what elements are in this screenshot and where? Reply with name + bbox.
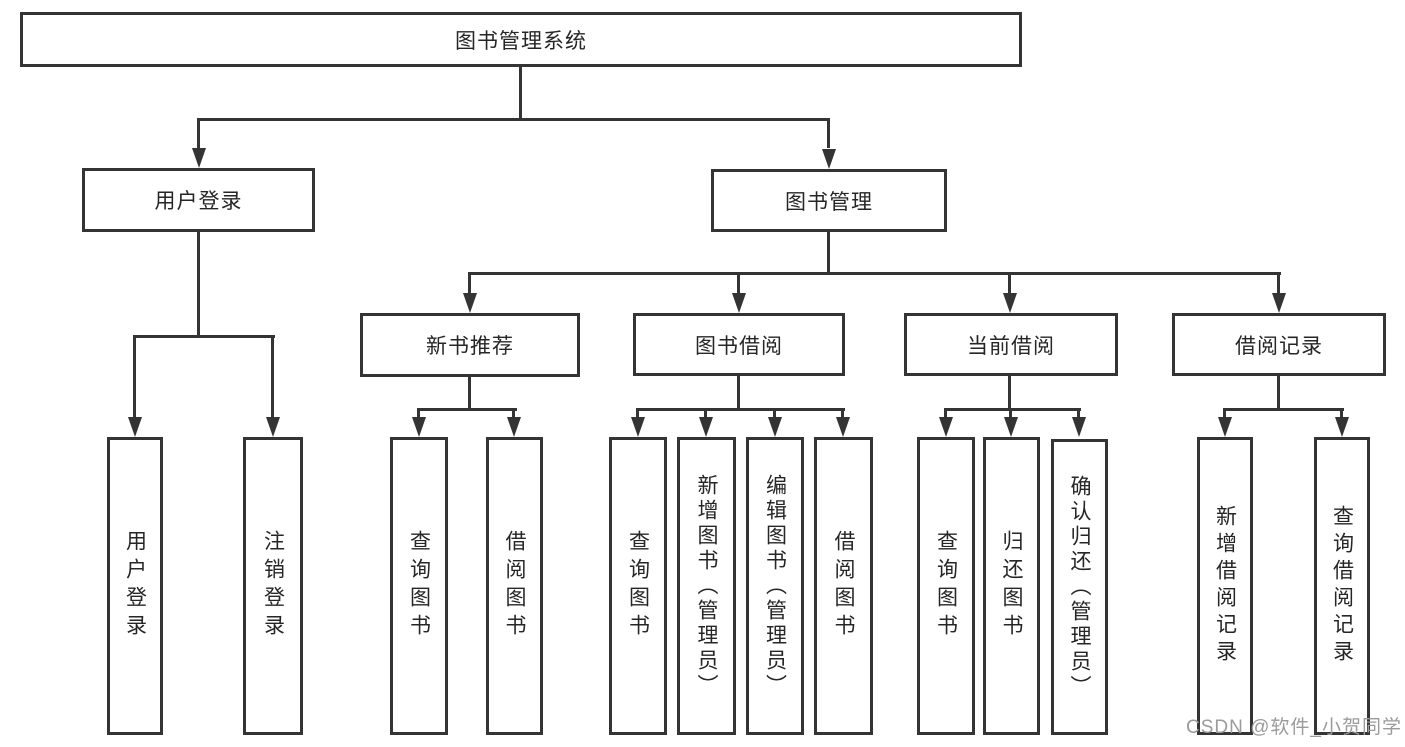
node-label: 借阅记录 xyxy=(1235,334,1323,358)
connector-g3-trunk xyxy=(1008,376,1011,408)
connector-g3-stem-1 xyxy=(944,408,947,417)
leaf-label: 归还图书 xyxy=(1000,530,1023,642)
leaf-label: 编辑图书（管理员） xyxy=(763,473,787,699)
connector-g2-stem-3 xyxy=(773,408,776,417)
connector-stem-new-book-recommendation xyxy=(468,272,471,293)
node-label: 用户登录 xyxy=(154,190,243,213)
arrow-g3-query-books xyxy=(939,417,953,437)
connector-user-login-trunk xyxy=(197,232,200,335)
leaf-borrow-books-recommendation: 借阅图书 xyxy=(486,437,543,735)
leaf-user-login: 用户登录 xyxy=(107,437,163,735)
node-user-login: 用户登录 xyxy=(82,168,315,232)
node-label: 当前借阅 xyxy=(967,334,1055,358)
arrow-g2-query-books xyxy=(631,417,645,437)
leaf-query-borrow-record: 查询借阅记录 xyxy=(1314,437,1370,735)
arrow-book-borrowing xyxy=(732,293,746,313)
connector-g2-bar xyxy=(636,408,845,411)
leaf-label: 查询图书 xyxy=(934,530,958,642)
connector-stem-current-borrowing xyxy=(1008,272,1011,293)
connector-g1-bar xyxy=(417,408,517,411)
leaf-query-books-recommendation: 查询图书 xyxy=(390,437,448,735)
connector-book-management-trunk xyxy=(827,232,830,272)
node-book-management: 图书管理 xyxy=(711,169,947,232)
arrow-g2-borrow-books xyxy=(836,417,850,437)
arrow-g4-add-borrow-record xyxy=(1218,417,1232,437)
leaf-label: 确认归还（管理员） xyxy=(1068,474,1091,700)
arrow-book-management xyxy=(822,149,836,169)
connector-user-login-bar xyxy=(133,335,275,338)
leaf-label: 借阅图书 xyxy=(503,530,526,642)
node-book-borrowing: 图书借阅 xyxy=(633,313,845,376)
connector-level1-bar xyxy=(198,118,830,121)
connector-stem-book-management xyxy=(827,118,830,148)
node-borrowing-records: 借阅记录 xyxy=(1172,313,1386,376)
arrow-g4-query-borrow-record xyxy=(1335,417,1349,437)
connector-g3-stem-2 xyxy=(1009,408,1012,417)
leaf-confirm-return-admin: 确认归还（管理员） xyxy=(1051,439,1108,735)
leaf-query-books-current: 查询图书 xyxy=(917,437,975,735)
connector-stem-user-login xyxy=(197,118,200,148)
leaf-edit-book-admin: 编辑图书（管理员） xyxy=(746,437,804,735)
arrow-leaf-user-login xyxy=(128,417,142,437)
connector-g2-stem-1 xyxy=(636,408,639,417)
arrow-g3-confirm-return xyxy=(1072,417,1086,437)
node-new-book-recommendation: 新书推荐 xyxy=(360,313,580,377)
csdn-watermark: CSDN @软件_小贺同学 xyxy=(1186,717,1402,738)
connector-g1-stem-2 xyxy=(512,408,515,417)
node-label: 新书推荐 xyxy=(426,335,514,358)
arrow-g1-query-books xyxy=(412,417,426,437)
arrow-user-login xyxy=(192,148,206,168)
leaf-add-book-admin: 新增图书（管理员） xyxy=(677,437,736,735)
arrow-new-book-recommendation xyxy=(463,293,477,313)
leaf-borrow-books-borrowing: 借阅图书 xyxy=(814,437,873,735)
connector-g4-bar xyxy=(1223,408,1344,411)
connector-stem-book-borrowing xyxy=(737,272,740,293)
connector-g1-trunk xyxy=(468,377,471,408)
connector-g3-stem-3 xyxy=(1077,408,1080,417)
node-current-borrowing: 当前借阅 xyxy=(904,313,1118,376)
arrow-g1-borrow-books xyxy=(507,417,521,437)
connector-level2-bar xyxy=(468,272,1281,275)
node-label: 图书管理系统 xyxy=(455,29,587,53)
connector-g4-trunk xyxy=(1277,376,1280,408)
connector-g4-stem-2 xyxy=(1340,408,1343,417)
node-library-management-system: 图书管理系统 xyxy=(20,12,1022,67)
leaf-label: 新增借阅记录 xyxy=(1213,505,1237,667)
leaf-query-books-borrowing: 查询图书 xyxy=(609,437,667,735)
arrow-borrowing-records xyxy=(1272,293,1286,313)
connector-stem-leaf-user-login xyxy=(133,335,136,417)
leaf-label: 新增图书（管理员） xyxy=(695,473,718,699)
node-label: 图书管理 xyxy=(785,190,873,214)
leaf-logout: 注销登录 xyxy=(243,437,303,735)
node-label: 图书借阅 xyxy=(695,334,783,358)
leaf-label: 借阅图书 xyxy=(832,530,855,642)
connector-g1-stem-1 xyxy=(417,408,420,417)
leaf-add-borrow-record: 新增借阅记录 xyxy=(1197,437,1253,735)
leaf-label: 注销登录 xyxy=(261,530,285,642)
arrow-g2-add-book xyxy=(699,417,713,437)
arrow-g2-edit-book xyxy=(768,417,782,437)
leaf-label: 查询图书 xyxy=(626,530,650,642)
arrow-g3-return-books xyxy=(1004,417,1018,437)
leaf-return-books: 归还图书 xyxy=(983,437,1040,735)
connector-root-trunk xyxy=(519,67,522,118)
arrow-current-borrowing xyxy=(1003,293,1017,313)
connector-stem-borrowing-records xyxy=(1277,272,1280,293)
leaf-label: 查询图书 xyxy=(407,530,431,642)
connector-g2-stem-4 xyxy=(841,408,844,417)
arrow-leaf-logout xyxy=(266,417,280,437)
connector-g2-stem-2 xyxy=(704,408,707,417)
leaf-label: 用户登录 xyxy=(123,530,147,642)
connector-g3-bar xyxy=(944,408,1081,411)
connector-stem-leaf-logout xyxy=(271,335,274,417)
connector-g2-trunk xyxy=(737,376,740,408)
leaf-label: 查询借阅记录 xyxy=(1330,505,1354,667)
connector-g4-stem-1 xyxy=(1223,408,1226,417)
